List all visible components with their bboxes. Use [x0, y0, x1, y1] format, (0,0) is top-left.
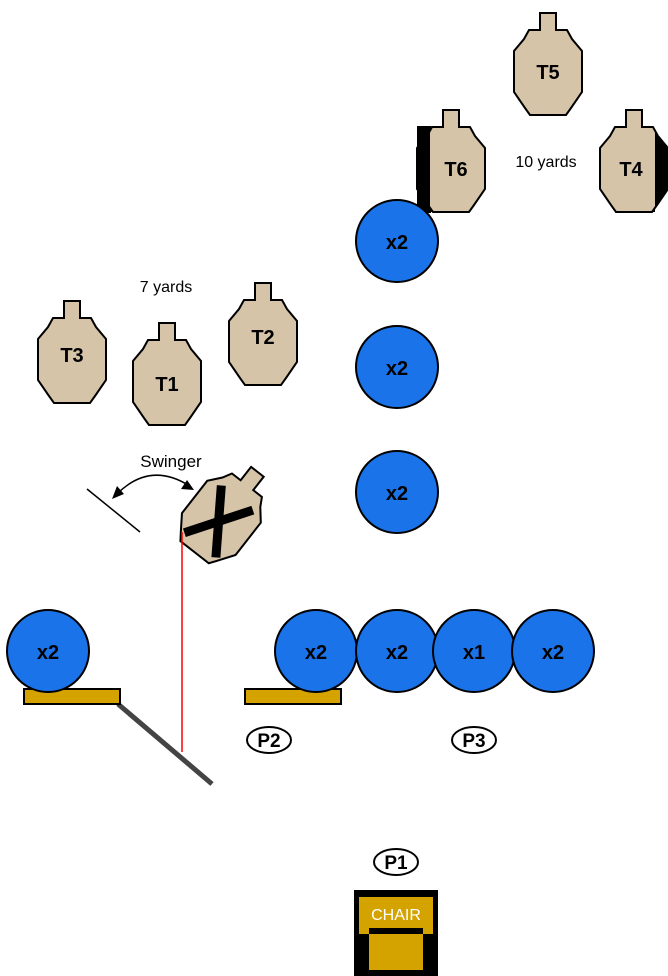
- position-label: P3: [462, 731, 485, 752]
- chair-label: CHAIR: [371, 907, 421, 924]
- position-label: P1: [384, 853, 408, 874]
- arrowhead-left-icon: [112, 486, 124, 499]
- target-t6: T6: [416, 109, 486, 213]
- target-t2: T2: [228, 282, 298, 386]
- target-label: T4: [619, 159, 643, 181]
- popper: x2: [355, 450, 439, 534]
- distance-label-7-yards: 7 yards: [140, 279, 192, 296]
- popper: x2: [355, 325, 439, 409]
- position-p3: P3: [451, 726, 497, 754]
- target-t4: T4: [599, 109, 668, 213]
- target-label: T5: [536, 62, 559, 84]
- position-p1: P1: [373, 848, 419, 876]
- chair: CHAIR: [354, 890, 438, 976]
- distance-label-10-yards: 10 yards: [515, 154, 576, 171]
- popper: x2: [511, 609, 595, 693]
- arrowhead-right-icon: [181, 480, 194, 490]
- popper: x2: [6, 609, 90, 693]
- position-p2: P2: [246, 726, 292, 754]
- popper-count: x1: [463, 642, 485, 664]
- position-label: P2: [257, 731, 280, 752]
- popper-count: x2: [305, 642, 327, 664]
- ramp: [116, 702, 214, 786]
- popper-count: x2: [37, 642, 59, 664]
- swinger-no-shoot-target: [166, 449, 286, 575]
- popper-count: x2: [386, 483, 408, 505]
- popper-count: x2: [386, 232, 408, 254]
- popper-count: x2: [542, 642, 564, 664]
- popper: x2: [355, 609, 439, 693]
- target-t5: T5: [513, 12, 583, 116]
- target-label: T3: [60, 345, 83, 367]
- swinger-rest-line: [86, 488, 141, 533]
- target-t1: T1: [132, 322, 202, 426]
- popper-count: x2: [386, 358, 408, 380]
- popper: x1: [432, 609, 516, 693]
- target-label: T2: [251, 327, 274, 349]
- target-label: T1: [155, 374, 178, 396]
- swinger-label: Swinger: [140, 452, 202, 471]
- popper: x2: [274, 609, 358, 693]
- popper: x2: [355, 199, 439, 283]
- target-t3: T3: [37, 300, 107, 404]
- popper-count: x2: [386, 642, 408, 664]
- hard-cover-right: [655, 148, 668, 189]
- swing-arc-arrow: [117, 474, 189, 494]
- target-label: T6: [444, 159, 467, 181]
